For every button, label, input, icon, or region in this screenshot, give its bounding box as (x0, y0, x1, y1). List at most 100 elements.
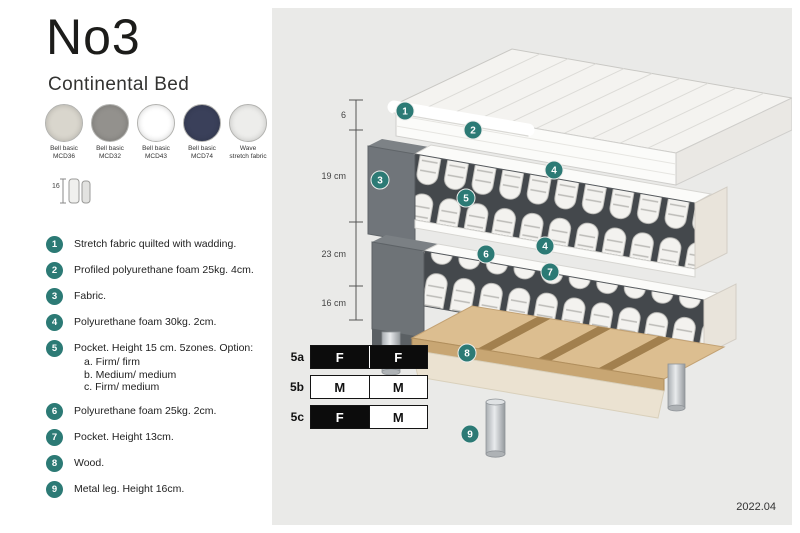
firmness-cell: F (311, 346, 369, 368)
dim-top-layer: 6 (341, 110, 346, 120)
fabric-swatch-circle (91, 104, 129, 142)
firmness-row: 5a F F (282, 345, 428, 369)
stretch-fabric-roll (387, 100, 535, 137)
firmness-row: 5b M M (282, 375, 428, 399)
diagram-badges: 1 2 3 4 5 4 6 7 8 9 (370, 101, 564, 444)
metal-leg (485, 398, 506, 458)
feature-item: 1 Stretch fabric quilted with wadding. (46, 236, 272, 253)
firmness-options: 5a F F 5b M M 5c F M (282, 345, 428, 435)
diagram-badge: 6 (476, 244, 496, 264)
svg-text:4: 4 (542, 242, 548, 253)
feature-number-badge: 2 (46, 262, 63, 279)
dim-23cm: 23 cm (321, 249, 346, 259)
diagram-badge: 5 (456, 188, 476, 208)
feature-text: Stretch fabric quilted with wadding. (74, 238, 237, 250)
pocket-option: a. Firm/ firm (84, 356, 140, 368)
diagram-badge: 3 (370, 170, 390, 190)
feature-text: Metal leg. Height 16cm. (74, 482, 185, 495)
firmness-row-label: 5c (290, 410, 304, 424)
feature-text: Pocket. Height 13cm. (74, 430, 174, 443)
diagram-badge: 4 (535, 236, 555, 256)
feature-text: Fabric. (74, 290, 107, 302)
diagram-badge: 7 (540, 262, 560, 282)
feature-item: 3 Fabric. (46, 288, 272, 305)
mattress-top (387, 48, 792, 186)
pocket-option: b. Medium/ medium (84, 368, 177, 381)
feature-text: Profiled polyurethane foam 25kg. 4cm. (74, 264, 254, 276)
feature-number-badge: 8 (46, 454, 63, 472)
feature-text: Polyurethane foam 25kg. 2cm. (74, 404, 217, 417)
feature-item: 7 Pocket. Height 13cm. (46, 428, 272, 446)
firmness-cell: F (368, 346, 427, 368)
firmness-cells: F F (310, 345, 428, 369)
feature-item: 6 Polyurethane foam 25kg. 2cm. (46, 402, 272, 420)
product-title: No3 (46, 9, 141, 65)
dim-16cm: 16 cm (321, 298, 346, 308)
feature-number-badge: 6 (46, 402, 63, 420)
firmness-cell: F (311, 406, 369, 428)
illustration-panel: 6 19 cm 23 cm 16 cm (272, 8, 792, 525)
feature-item: 4 Polyurethane foam 30kg. 2cm. (46, 314, 272, 331)
pocket-option: c. Firm/ medium (84, 381, 160, 393)
firmness-cells: M M (310, 375, 428, 399)
dim-19cm: 19 cm (321, 171, 346, 181)
svg-text:2: 2 (470, 126, 476, 137)
svg-text:1: 1 (402, 107, 408, 118)
fabric-swatch-circle (183, 104, 221, 142)
lower-spring-layer (371, 235, 737, 356)
firmness-cells: F M (310, 405, 428, 429)
feature-number-badge: 1 (46, 236, 63, 253)
diagram-badge: 8 (457, 343, 477, 363)
leg-height-value: 16 (52, 183, 60, 190)
diagram-badge: 9 (460, 424, 480, 444)
firmness-cell: M (311, 376, 369, 398)
feature-item: 8 Wood. (46, 454, 272, 472)
firmness-row-label: 5b (289, 380, 304, 394)
svg-text:7: 7 (547, 268, 553, 279)
feature-item: 9 Metal leg. Height 16cm. (46, 480, 272, 498)
side-fabric-lower (371, 241, 425, 339)
dimension-ruler: 6 19 cm 23 cm 16 cm (321, 99, 363, 321)
fabric-swatch-circle (229, 104, 267, 142)
foam-layer-bottom (414, 219, 696, 278)
feature-number-badge: 4 (46, 314, 63, 331)
feature-list: 1 Stretch fabric quilted with wadding. 2… (46, 236, 272, 507)
diagram-badge: 4 (544, 160, 564, 180)
firmness-row-label: 5a (290, 350, 304, 364)
pocket-options: a. Firm/ firm b. Medium/ medium c. Firm/… (84, 356, 272, 394)
diagram-badge: 1 (395, 101, 415, 121)
fabric-swatch-circle (137, 104, 175, 142)
feature-number-badge: 5 (46, 340, 63, 357)
leg-height-icon: 16 (50, 172, 96, 217)
feature-number-badge: 9 (46, 480, 63, 498)
svg-text:5: 5 (463, 194, 469, 205)
side-fabric (367, 145, 416, 243)
firmness-row: 5c F M (282, 405, 428, 429)
diagram-badge: 2 (463, 120, 483, 140)
feature-number-badge: 3 (46, 288, 63, 305)
svg-text:9: 9 (467, 430, 473, 441)
svg-text:8: 8 (464, 349, 470, 360)
feature-item: 5 Pocket. Height 15 cm. 5zones. Option: … (46, 340, 272, 394)
feature-item: 2 Profiled polyurethane foam 25kg. 4cm. (46, 262, 272, 279)
firmness-cell: M (368, 406, 427, 428)
svg-text:4: 4 (551, 166, 557, 177)
feature-text: Wood. (74, 456, 105, 469)
middle-spring-layer (367, 139, 728, 278)
svg-text:6: 6 (483, 250, 489, 261)
feature-text: Pocket. Height 15 cm. 5zones. Option: (74, 342, 254, 354)
product-subtitle: Continental Bed (48, 74, 190, 95)
version-label: 2022.04 (736, 501, 776, 513)
